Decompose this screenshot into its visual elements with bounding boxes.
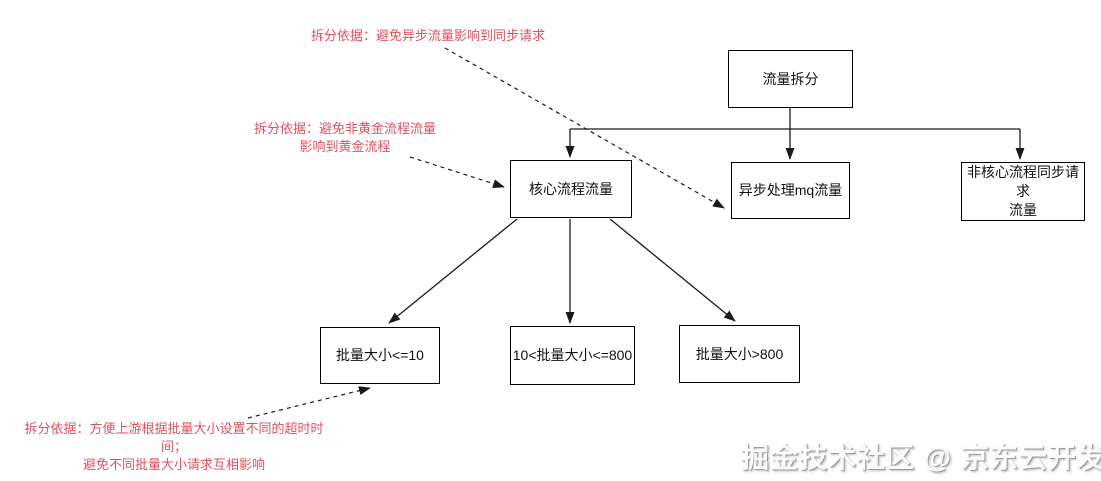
annotation-core-split-basis: 拆分依据：避免非黄金流程流量 影响到黄金流程 (253, 121, 436, 154)
node-batch-large: 批量大小>800 (679, 325, 800, 383)
node-batch-medium: 10<批量大小<=800 (510, 326, 635, 385)
annotation-async-split-basis: 拆分依据：避免异步流量影响到同步请求 (310, 28, 545, 43)
edge-note-small (247, 386, 371, 419)
node-noncore-sync-traffic: 非核心流程同步请求 流量 (961, 162, 1085, 221)
edge-note-core (409, 156, 505, 188)
node-batch-small: 批量大小<=10 (320, 327, 440, 384)
edge-note-async (444, 47, 725, 209)
annotation-batch-split-basis: 拆分依据：方便上游根据批量大小设置不同的超时时间； 避免不同批量大小请求互相影响 (24, 421, 324, 472)
watermark-text: 掘金技术社区 @ 京东云开发者 (741, 442, 1101, 473)
node-core-flow-traffic: 核心流程流量 (510, 160, 632, 218)
edge-root-bus (570, 108, 1020, 130)
node-traffic-split: 流量拆分 (728, 50, 853, 108)
edge-core-large (609, 218, 736, 322)
edge-core-small (388, 218, 518, 324)
node-async-mq-traffic: 异步处理mq流量 (731, 162, 850, 219)
